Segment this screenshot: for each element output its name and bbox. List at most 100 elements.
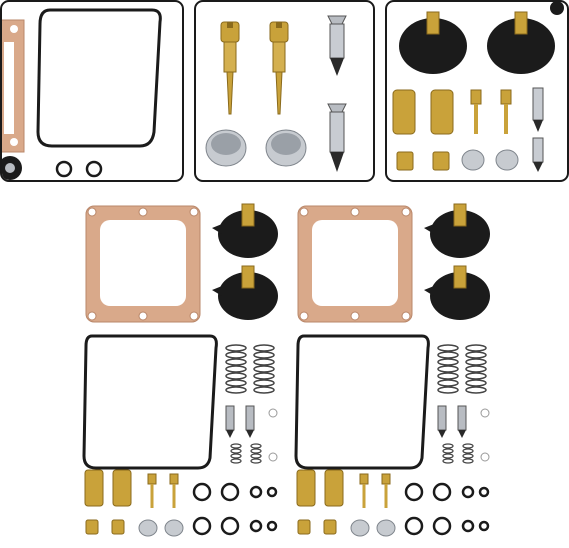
jet-head bbox=[381, 473, 391, 485]
spring-coil bbox=[253, 351, 275, 359]
spring-coil bbox=[437, 372, 459, 380]
spring-coil bbox=[230, 458, 242, 464]
jet-stem bbox=[384, 484, 388, 508]
needle-valve-icon bbox=[327, 103, 347, 172]
spring-coil bbox=[253, 358, 275, 366]
spring-coil bbox=[253, 344, 275, 352]
detail-panel-diaphragms bbox=[385, 0, 569, 182]
diaphragm-stem bbox=[453, 265, 467, 289]
jet-icon bbox=[324, 469, 344, 507]
diaphragm-stem bbox=[453, 203, 467, 227]
o-ring-icon bbox=[55, 160, 73, 178]
filter-screen-icon bbox=[495, 149, 519, 171]
filter-screen-icon bbox=[138, 519, 158, 537]
filter-screen-icon bbox=[376, 519, 396, 537]
jet-stem bbox=[362, 484, 366, 508]
o-ring-icon bbox=[461, 485, 475, 499]
o-ring-icon bbox=[82, 334, 218, 470]
diaphragm-tab bbox=[212, 224, 222, 234]
jets-needles-closeup bbox=[205, 15, 347, 172]
gasket-seal-closeup bbox=[2, 8, 162, 180]
jet-icon bbox=[432, 151, 450, 171]
jet-body bbox=[324, 469, 344, 507]
spring-coil bbox=[465, 344, 487, 352]
o-ring-icon bbox=[480, 452, 490, 462]
needle-tip bbox=[226, 430, 234, 438]
needle-tip bbox=[458, 430, 466, 438]
o-ring-icon bbox=[220, 482, 240, 502]
kit-set bbox=[294, 203, 490, 537]
jet-head bbox=[147, 473, 157, 485]
spring-coil bbox=[225, 358, 247, 366]
jet-icon bbox=[147, 473, 157, 508]
diaphragm-icon bbox=[550, 2, 564, 15]
spring-icon bbox=[442, 443, 454, 464]
spring-coil bbox=[442, 448, 454, 454]
needle-valve-icon bbox=[532, 87, 544, 132]
detail-panel-jets-needles bbox=[194, 0, 375, 182]
spring-coil bbox=[465, 351, 487, 359]
gasket-cutout bbox=[100, 220, 186, 306]
spring-icon bbox=[225, 344, 247, 394]
jet-icon bbox=[359, 473, 369, 508]
o-ring-icon bbox=[85, 160, 103, 178]
spring-coil bbox=[465, 372, 487, 380]
jet-icon bbox=[220, 21, 240, 115]
diaphragm-body bbox=[430, 210, 490, 258]
spring-coil bbox=[465, 358, 487, 366]
o-ring-icon bbox=[268, 452, 278, 462]
filter-screen-icon bbox=[350, 519, 370, 537]
gasket-bolt-hole bbox=[138, 207, 148, 217]
jet-icon bbox=[296, 469, 316, 507]
spring-coil bbox=[253, 365, 275, 373]
gasket-bolt-hole bbox=[401, 207, 411, 217]
diaphragm-body bbox=[218, 210, 278, 258]
jet-stem bbox=[172, 484, 176, 508]
o-ring-icon bbox=[266, 486, 278, 498]
jet-stem bbox=[150, 484, 154, 508]
gasket-bolt-hole bbox=[10, 138, 18, 146]
o-ring-icon bbox=[432, 482, 452, 502]
gasket-bolt-hole bbox=[10, 25, 18, 33]
spring-coil bbox=[225, 379, 247, 387]
diaphragm-icon bbox=[424, 203, 490, 258]
spring-coil bbox=[462, 443, 474, 449]
diaphragm-body bbox=[218, 272, 278, 320]
spring-coil bbox=[437, 386, 459, 394]
spring-coil bbox=[250, 443, 262, 449]
spring-coil bbox=[225, 344, 247, 352]
spring-coil bbox=[250, 448, 262, 454]
carburetor-rebuild-kit bbox=[82, 203, 490, 537]
needle-valve-icon bbox=[437, 405, 447, 438]
gasket-bolt-hole bbox=[189, 207, 199, 217]
jet-icon bbox=[85, 519, 99, 535]
gasket-bolt-hole bbox=[350, 311, 360, 321]
diaphragm-stem bbox=[5, 163, 15, 173]
gasket-bolt-hole bbox=[189, 311, 199, 321]
jet-icon bbox=[269, 21, 289, 115]
spring-coil bbox=[225, 365, 247, 373]
spring-coil bbox=[465, 365, 487, 373]
o-ring-icon bbox=[461, 519, 475, 533]
needle-body bbox=[225, 405, 235, 431]
o-ring-icon bbox=[478, 520, 490, 532]
gasket-bolt-hole bbox=[87, 311, 97, 321]
gasket-bolt-hole bbox=[350, 207, 360, 217]
diaphragm-stem bbox=[241, 203, 255, 227]
diaphragm-stem bbox=[241, 265, 255, 289]
needle-valve-icon bbox=[457, 405, 467, 438]
o-ring-icon bbox=[268, 408, 278, 418]
spring-coil bbox=[253, 372, 275, 380]
o-ring-icon bbox=[404, 516, 424, 536]
o-ring-icon bbox=[249, 519, 263, 533]
spring-icon bbox=[437, 344, 459, 394]
spring-coil bbox=[437, 358, 459, 366]
spring-coil bbox=[465, 386, 487, 394]
spring-icon bbox=[465, 344, 487, 394]
gasket-icon bbox=[85, 205, 201, 323]
diaphragm-icon bbox=[212, 203, 278, 258]
filter-screen-icon bbox=[461, 149, 485, 171]
jet-icon bbox=[381, 473, 391, 508]
gasket-bolt-hole bbox=[299, 207, 309, 217]
o-ring-icon bbox=[294, 334, 430, 470]
